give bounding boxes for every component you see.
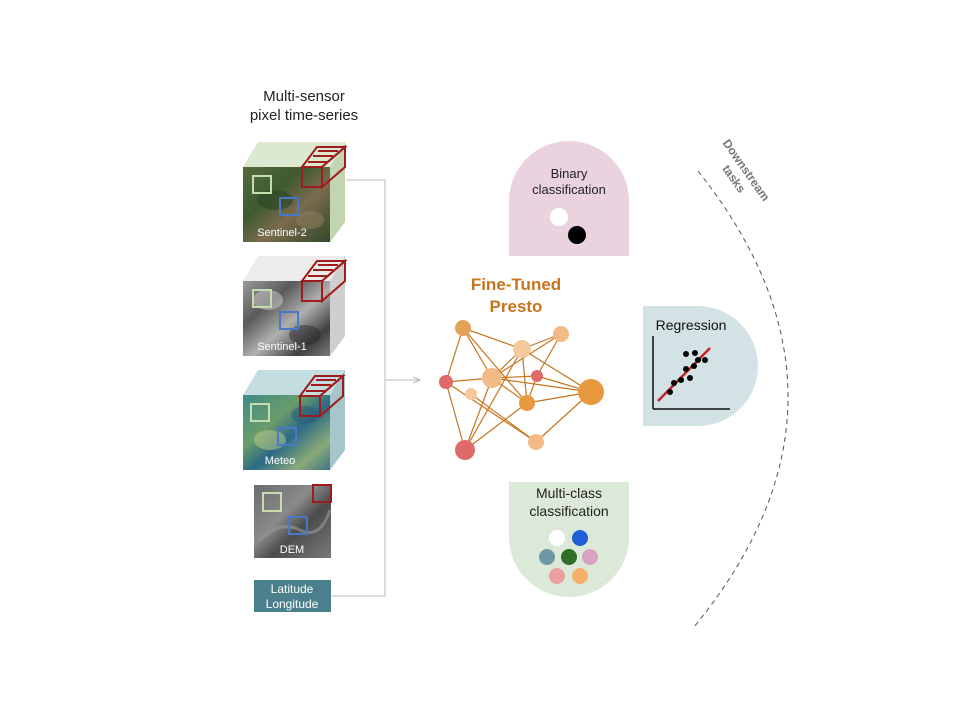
class-dot-salmon <box>549 568 565 584</box>
regression-card: Regression <box>643 306 758 426</box>
latlon-line2: Longitude <box>266 597 319 611</box>
regression-point <box>683 366 689 372</box>
regression-point <box>683 351 689 357</box>
sentinel-2-label: Sentinel-2 <box>257 227 307 239</box>
network-node <box>528 434 544 450</box>
multiclass-classification-card: Multi-class classification <box>509 482 629 597</box>
regression-points <box>667 350 708 395</box>
binary-title-line1: Binary <box>551 166 588 181</box>
sentinel-1-cube: Sentinel-1 <box>243 256 348 356</box>
class-dot-orange <box>572 568 588 584</box>
dem-label: DEM <box>280 544 304 556</box>
input-bracket-connector <box>332 179 420 597</box>
binary-class-dot-black <box>568 226 586 244</box>
network-node <box>455 440 475 460</box>
regression-point <box>702 357 708 363</box>
regression-point <box>691 363 697 369</box>
downstream-tasks-label: Downstream tasks <box>719 137 772 204</box>
regression-point <box>671 380 677 386</box>
model-title-line1: Fine-Tuned <box>471 275 561 294</box>
network-node <box>465 388 477 400</box>
binary-classification-card: Binary classification <box>509 141 629 256</box>
regression-point <box>692 350 698 356</box>
latlon-box: Latitude Longitude <box>254 580 331 612</box>
meteo-cube: Meteo <box>243 370 346 470</box>
regression-title: Regression <box>656 317 727 333</box>
network-node <box>578 379 604 405</box>
downstream-tasks-arc <box>693 170 789 628</box>
regression-point <box>667 389 673 395</box>
class-dot-blue <box>572 530 588 546</box>
network-node <box>531 370 543 382</box>
network-nodes <box>439 320 604 460</box>
class-dot-steel <box>539 549 555 565</box>
class-dot-pink <box>582 549 598 565</box>
network-node <box>553 326 569 342</box>
regression-line <box>657 347 711 402</box>
class-dot-green <box>561 549 577 565</box>
multiclass-title-line2: classification <box>529 503 608 519</box>
regression-point <box>678 377 684 383</box>
regression-point <box>695 357 701 363</box>
network-node <box>455 320 471 336</box>
regression-axes <box>652 336 730 410</box>
class-dot-white <box>549 530 565 546</box>
latlon-line1: Latitude <box>271 582 314 596</box>
dem-tile: DEM <box>254 484 332 558</box>
input-title-line2: pixel time-series <box>250 107 358 124</box>
model-title-line2: Presto <box>490 297 543 316</box>
presto-network-graph <box>439 320 604 460</box>
binary-class-dot-white <box>550 208 568 226</box>
meteo-label: Meteo <box>265 455 296 467</box>
network-node <box>513 340 531 358</box>
network-node <box>482 368 502 388</box>
network-node <box>439 375 453 389</box>
sentinel-2-cube: Sentinel-2 <box>243 142 348 242</box>
sentinel-1-label: Sentinel-1 <box>257 341 307 353</box>
input-title-line1: Multi-sensor <box>263 88 345 105</box>
multiclass-title-line1: Multi-class <box>536 485 602 501</box>
binary-title-line2: classification <box>532 182 606 197</box>
regression-point <box>687 375 693 381</box>
network-node <box>519 395 535 411</box>
